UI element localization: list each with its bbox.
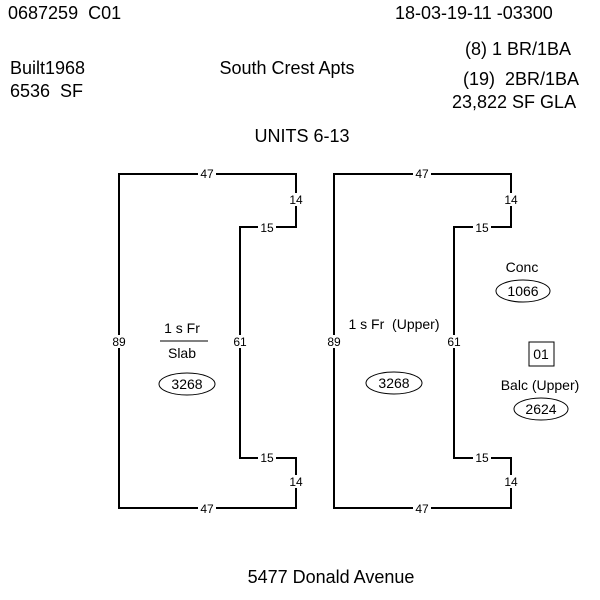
dim-top: 47 [200,167,214,181]
built-year: Built1968 [10,58,85,78]
area-sf: 6536 SF [10,81,83,101]
balc-area: 2624 [525,401,556,417]
right-area-oval [365,371,423,395]
code-box-label: 01 [533,346,549,362]
dim-right-bottom: 14 [289,475,303,489]
right-building-label: 1 s Fr (Upper) [348,316,439,332]
left-building-foundation: Slab [168,345,196,361]
conc-area-oval [495,279,551,303]
units-range: UNITS 6-13 [254,126,349,146]
gla: 23,822 SF GLA [452,92,576,112]
dim-right-bottom: 14 [504,475,518,489]
right-building-dims: 47 47 89 61 15 15 14 14 [325,167,520,516]
conc-label: Conc [506,259,539,275]
dim-left: 89 [327,335,341,349]
dim-left: 89 [112,335,126,349]
property-address: 5477 Donald Avenue [248,567,415,587]
dim-step-top: 15 [260,221,274,235]
balc-area-oval [513,397,569,421]
code-box [528,341,555,367]
dim-right-top: 14 [504,193,518,207]
property-name: South Crest Apts [219,58,354,78]
record-number: 18-03-19-11 -03300 [395,3,553,23]
dim-step-bottom: 15 [475,451,489,465]
right-building-area: 3268 [378,375,409,391]
dim-inner: 61 [447,335,461,349]
dim-step-top: 15 [475,221,489,235]
left-building-label: 1 s Fr [164,320,200,336]
parcel-id: 0687259 C01 [8,3,121,23]
left-building-dims: 47 47 89 61 15 15 14 14 [110,167,305,516]
dim-right-top: 14 [289,193,303,207]
dim-bottom: 47 [200,502,214,516]
left-area-oval [158,372,216,396]
balc-label: Balc (Upper) [501,377,580,393]
dim-top: 47 [415,167,429,181]
dim-step-bottom: 15 [260,451,274,465]
dim-inner: 61 [233,335,247,349]
conc-area: 1066 [507,283,538,299]
left-building-area: 3268 [171,376,202,392]
dim-bottom: 47 [415,502,429,516]
units-1br: (8) 1 BR/1BA [465,39,571,59]
units-2br: (19) 2BR/1BA [463,69,579,89]
